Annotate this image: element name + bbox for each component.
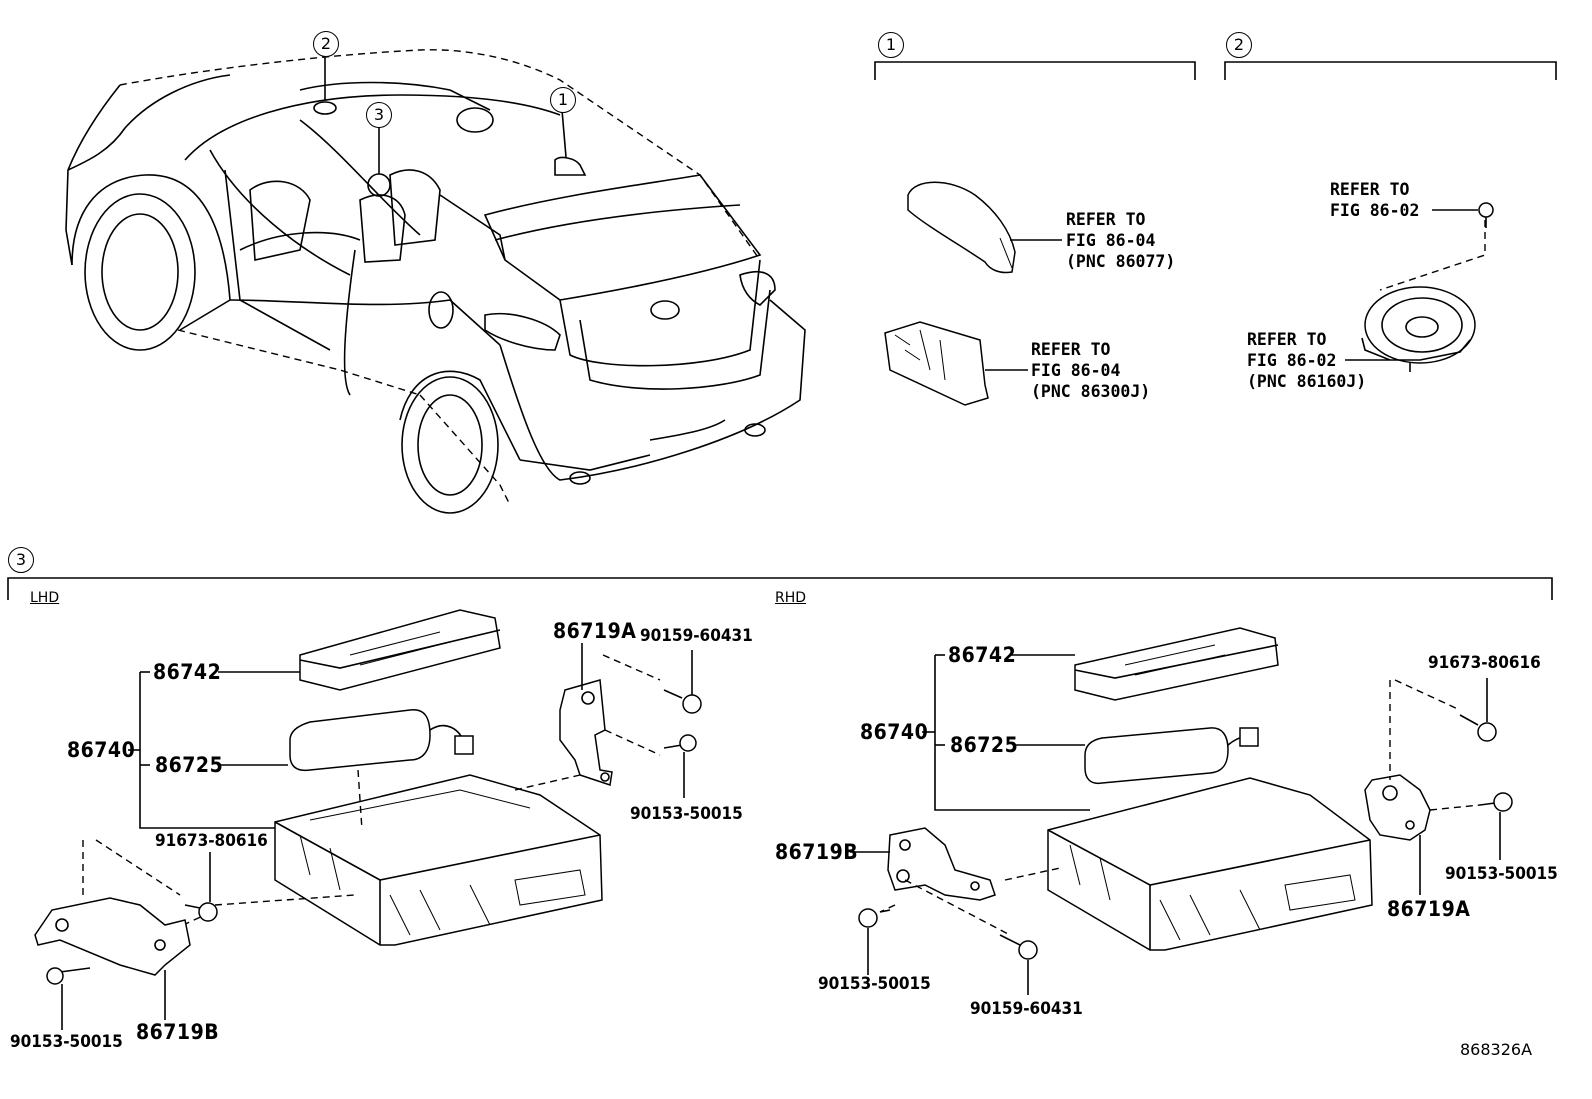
lhd-part-90153-50015-b: 90153-50015 [10,1032,123,1052]
lhd-part-86719A: 86719A [553,619,637,643]
screw-ref-line2: FIG 86-02 [1330,201,1420,220]
speaker-reference: REFER TO FIG 86-02 (PNC 86160J) [1247,329,1366,392]
callout-2-marker: 2 [313,31,339,57]
antenna-reference: REFER TO FIG 86-04 (PNC 86077) [1066,209,1175,272]
rhd-part-90153-50015-a: 90153-50015 [1445,864,1558,884]
antenna-ref-line1: REFER TO [1066,210,1146,229]
lhd-part-86719B: 86719B [136,1020,220,1044]
antenna-amplifier [884,321,1028,406]
rhd-label: RHD [775,590,807,606]
rhd-part-91673-80616: 91673-80616 [1428,653,1541,673]
shark-fin-antenna [907,181,1062,274]
amplifier-ref-line1: REFER TO [1031,340,1111,359]
lhd-part-90153-50015-a: 90153-50015 [630,804,743,824]
screw-ref-line1: REFER TO [1330,180,1410,199]
rhd-part-86740: 86740 [860,720,929,744]
callout-1-marker: 1 [550,87,576,113]
section-1-bracket [7,61,1557,600]
rhd-part-86742: 86742 [948,643,1017,667]
antenna-ref-line3: (PNC 86077) [1066,252,1176,271]
speaker-assembly [1345,202,1494,372]
rhd-part-90153-50015-b: 90153-50015 [818,974,931,994]
rhd-part-86719B: 86719B [775,840,859,864]
rhd-part-90159-60431: 90159-60431 [970,999,1083,1019]
amplifier-ref-line3: (PNC 86300J) [1031,382,1151,401]
amplifier-ref-line2: FIG 86-04 [1031,361,1121,380]
lhd-label: LHD [30,590,60,606]
screw-reference: REFER TO FIG 86-02 [1330,179,1419,221]
callout-3-marker: 3 [366,102,392,128]
speaker-ref-line3: (PNC 86160J) [1247,372,1367,391]
lhd-part-91673-80616: 91673-80616 [155,831,268,851]
antenna-ref-line2: FIG 86-04 [1066,231,1156,250]
speaker-ref-line1: REFER TO [1247,330,1327,349]
speaker-ref-line2: FIG 86-02 [1247,351,1337,370]
lhd-part-90159-60431: 90159-60431 [640,626,753,646]
amplifier-reference: REFER TO FIG 86-04 (PNC 86300J) [1031,339,1150,402]
section-3-label: 3 [8,547,34,573]
lhd-part-86725: 86725 [155,753,224,777]
lhd-part-86742: 86742 [153,660,222,684]
rhd-assembly [850,627,1513,995]
section-2-label: 2 [1226,32,1252,58]
rhd-part-86719A: 86719A [1387,897,1471,921]
lhd-part-86740: 86740 [67,738,136,762]
lhd-assembly [34,609,702,1030]
rhd-part-86725: 86725 [950,733,1019,757]
vehicle-illustration [65,49,806,514]
section-1-label: 1 [878,32,904,58]
figure-code: 868326A [1460,1040,1533,1059]
